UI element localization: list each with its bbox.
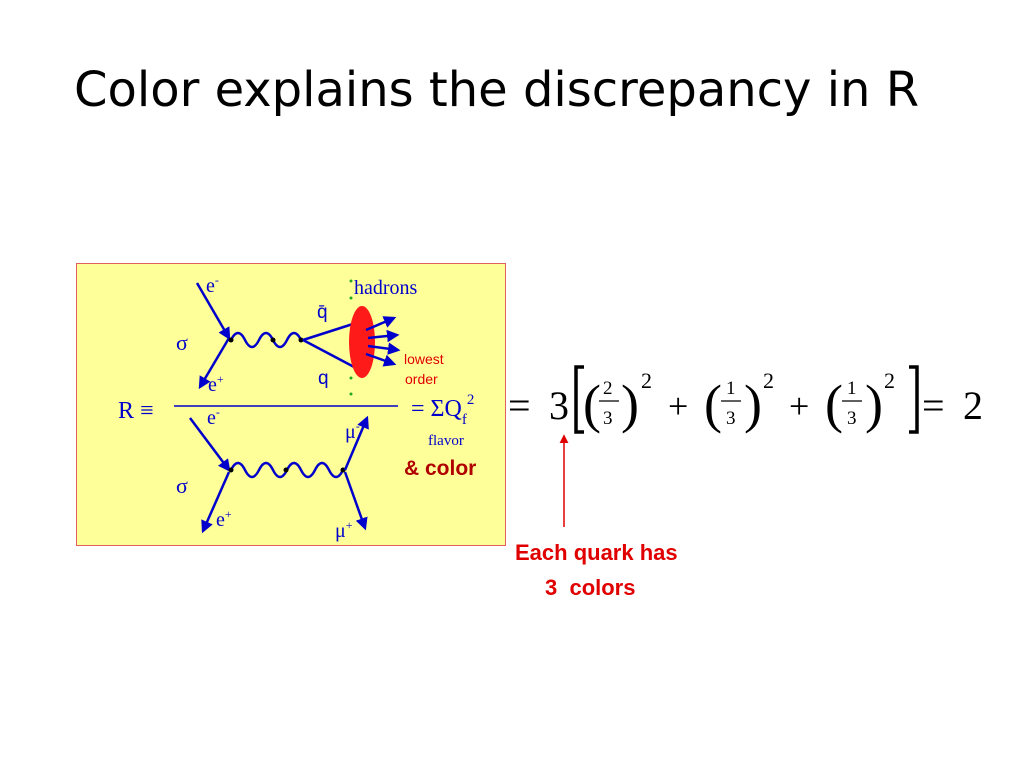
right-bracket: [909, 365, 919, 434]
left-paren-2: (: [704, 374, 722, 434]
exponent-3: 2: [884, 368, 895, 393]
fraction-2-numerator: 1: [726, 378, 736, 399]
hadron-blob: [349, 306, 375, 378]
mu-plus-label: μ+: [335, 518, 353, 542]
fraction-3-numerator: 1: [847, 378, 857, 399]
q-line: [302, 338, 357, 370]
hadron-arrow-2: [367, 329, 400, 343]
left-bracket: [574, 365, 584, 434]
upper-photon-line: [229, 331, 303, 349]
right-paren-1: ): [621, 374, 639, 434]
gluon-dot: [349, 376, 353, 380]
annotation-line-2: 3 colors: [545, 575, 635, 600]
upper-e-minus-label: e-: [206, 273, 219, 297]
upper-diagram: e- σ e+ q̄ q hadrons lowest order: [176, 273, 444, 396]
equals-sign-2: =: [922, 383, 945, 428]
right-paren-2: ): [744, 374, 762, 434]
mu-minus-label: μ-: [345, 419, 360, 443]
lower-e-plus-line: [201, 471, 231, 534]
r-definition-label: R ≡: [118, 398, 154, 424]
upper-e-plus-label: e+: [208, 372, 224, 396]
hadron-arrow-1: [365, 316, 397, 332]
sum-q-squared: = ΣQf2: [411, 392, 474, 428]
upper-vertex-left: [228, 337, 234, 343]
gluon-dot: [349, 296, 353, 300]
fraction-3-denominator: 3: [847, 408, 857, 429]
lower-sigma-label: σ: [176, 473, 188, 498]
mu-minus-line: [343, 415, 369, 471]
color-annotation: Each quark has 3 colors: [515, 434, 678, 600]
ratio-definition: R ≡ = ΣQf2 flavor & color: [118, 392, 476, 480]
gluon-dot: [349, 279, 353, 283]
color-factor: 3: [549, 383, 569, 428]
slide-title: Color explains the discrepancy in R: [74, 62, 920, 118]
fraction-1-numerator: 2: [603, 378, 613, 399]
mu-plus-line: [343, 471, 368, 531]
lowest-label: lowest: [404, 351, 444, 367]
upper-vertex-mid: [270, 337, 276, 343]
lower-diagram: e- σ e+ μ- μ+: [176, 405, 369, 542]
r-equation: = 3 ( 2 3 ) 2 + ( 1 3 ) 2 + ( 1 3 ) 2 = …: [508, 365, 983, 434]
feynman-diagram-panel: [76, 263, 506, 546]
hadrons-label: hadrons: [354, 277, 418, 299]
left-paren-3: (: [825, 374, 843, 434]
upper-e-minus-line: [195, 282, 231, 341]
plus-sign-1: +: [668, 386, 688, 426]
fraction-2-denominator: 3: [726, 408, 736, 429]
order-label: order: [405, 371, 438, 387]
lower-vertex-left: [228, 467, 234, 473]
lower-vertex-mid: [283, 467, 289, 473]
flavor-label: flavor: [428, 433, 464, 449]
fraction-1-denominator: 3: [603, 408, 613, 429]
qbar-label: q̄: [317, 302, 328, 323]
plus-sign-2: +: [789, 386, 809, 426]
lower-e-minus-line: [189, 417, 231, 472]
upper-vertex-right: [298, 337, 304, 343]
annotation-line-1: Each quark has: [515, 540, 678, 565]
hadron-arrow-4: [365, 352, 397, 367]
qbar-line: [302, 321, 357, 342]
equals-sign-1: =: [508, 383, 531, 428]
hadron-arrow-3: [367, 342, 401, 355]
exponent-1: 2: [641, 368, 652, 393]
lower-e-minus-label: e-: [207, 405, 220, 429]
upper-sigma-label: σ: [176, 330, 188, 355]
and-color-label: & color: [404, 457, 476, 480]
lower-e-plus-label: e+: [216, 507, 232, 531]
left-paren-1: (: [583, 374, 601, 434]
gluon-dot: [349, 392, 353, 396]
exponent-2: 2: [763, 368, 774, 393]
result-value: 2: [963, 383, 983, 428]
upper-e-plus-line: [198, 337, 231, 390]
q-label: q: [318, 368, 329, 389]
right-paren-3: ): [865, 374, 883, 434]
